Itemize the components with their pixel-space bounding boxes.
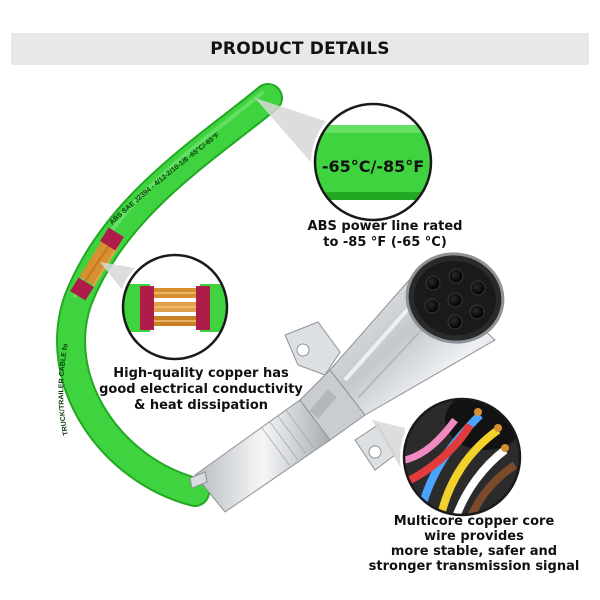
cable-print-upper: ABS SAE J2394 - 4/12-2/10-1/8 -65°C/-85°… [109,131,222,226]
caption-line: wire provides [424,529,524,544]
cable-print-lower: TRUCK/TRAILER CABLE fo [58,343,70,436]
temperature-zoom-text: -65°C/-85°F [322,157,424,176]
page-title: PRODUCT DETAILS [210,39,390,59]
multicore-callout [372,395,524,519]
multicore-caption: Multicore copper core wire provides more… [350,514,598,574]
caption-line: ABS power line rated [307,219,463,234]
caption-line: Multicore copper core [393,514,555,529]
caption-line: to -85 °F (-65 °C) [323,235,447,250]
connector-plug [189,252,505,513]
caption-line: more stable, safer and [390,544,558,559]
caption-line: stronger transmission signal [368,559,580,574]
temperature-callout: -65°C/-85°F [255,98,435,224]
caption-line: & heat dissipation [133,398,269,413]
page-header: PRODUCT DETAILS [11,33,589,65]
caption-line: good electrical conductivity [99,382,303,397]
temperature-caption: ABS power line rated to -85 °F (-65 °C) [285,219,485,251]
copper-callout [100,251,231,363]
pin-holes [424,268,486,330]
copper-caption: High-quality copper has good electrical … [76,366,326,414]
caption-line: High-quality copper has [113,366,289,381]
